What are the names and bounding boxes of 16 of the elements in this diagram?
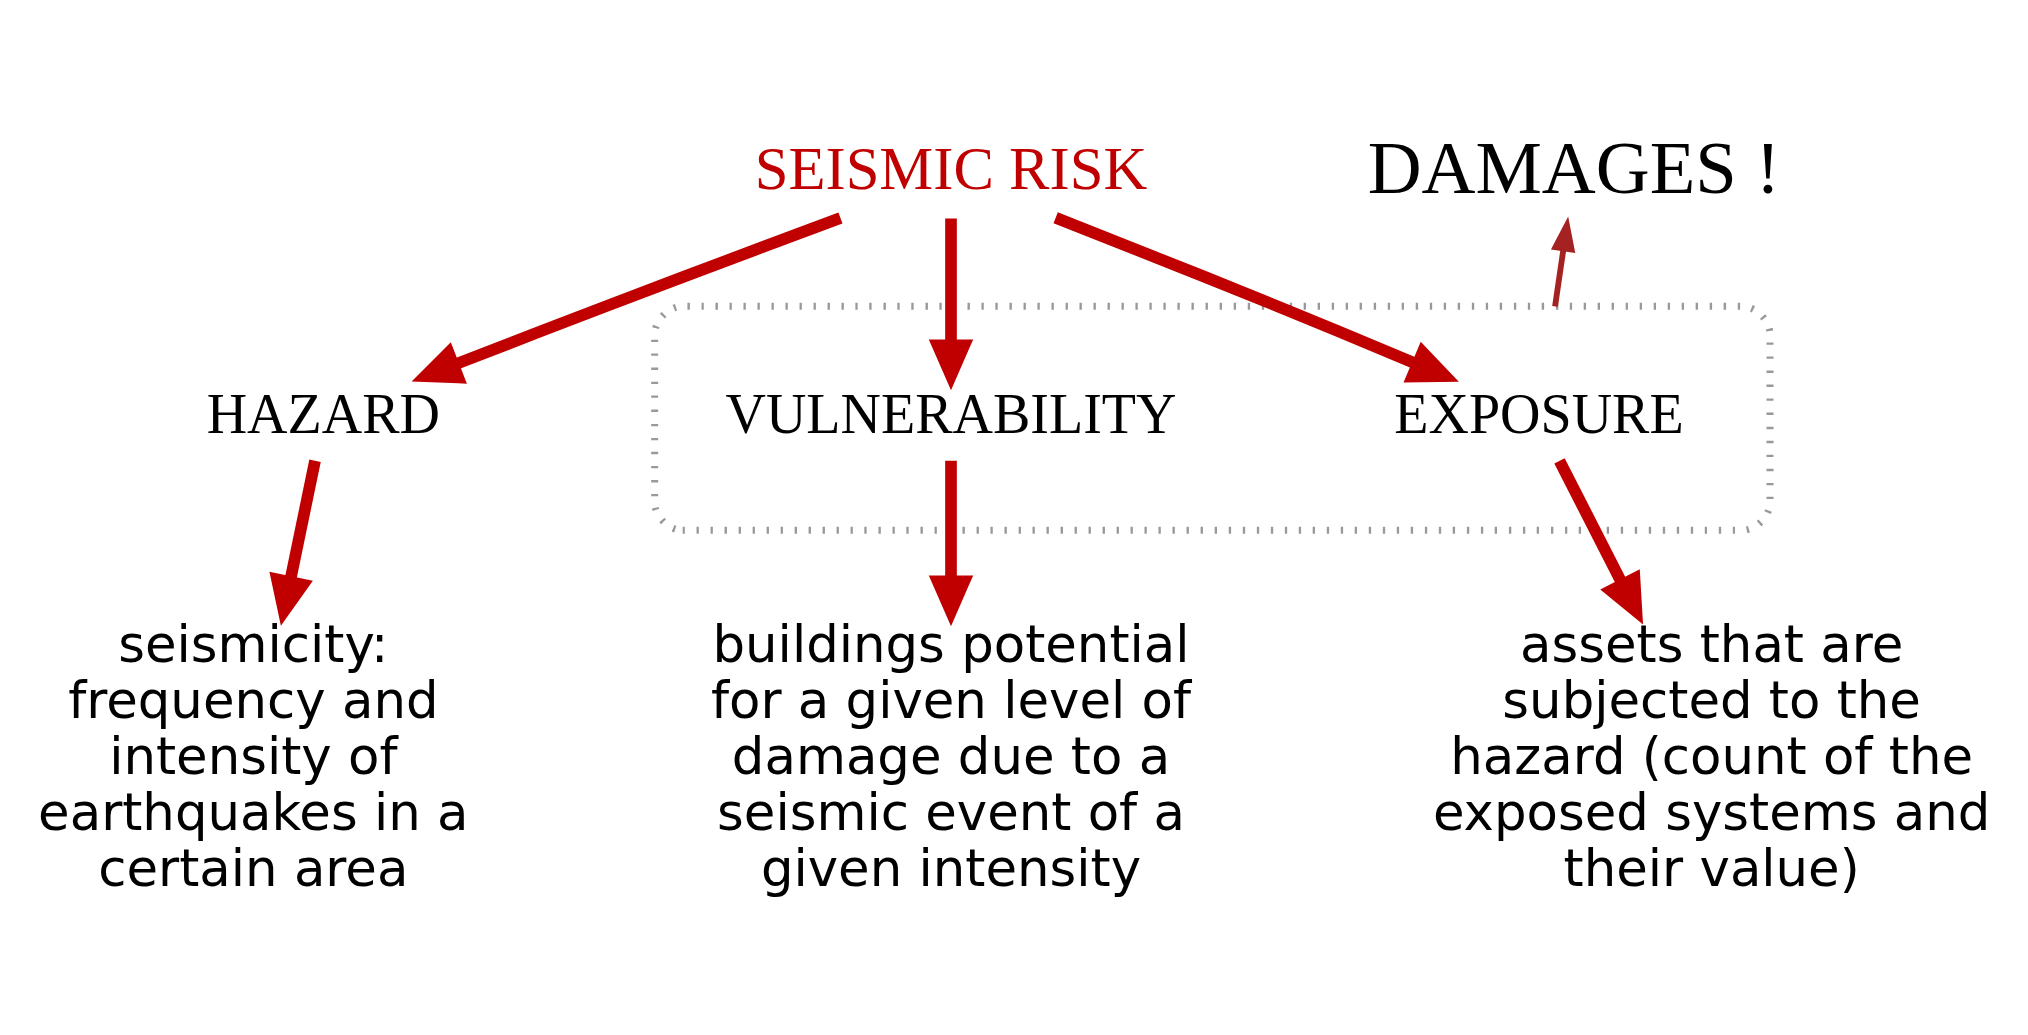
arrow [928,218,974,391]
cluster [651,302,1774,534]
arrow [928,460,974,627]
arrow [411,212,843,384]
node-text: HAZARD [206,382,440,445]
node-text: seismicity: frequency and intensity of earthquakes in a certain area [38,614,469,899]
node-text: SEISMIC RISK [754,135,1148,203]
arrow [1554,458,1644,625]
arrow [269,459,321,626]
node-text: buildings potential for a given level of damage due to a seismic event of a given intensity [710,614,1192,899]
node-text: assets that are subjected to the hazard (count of the exposed systems and their value) [1432,614,1991,899]
node-text: VULNERABILITY [725,382,1177,445]
arrow [1550,216,1576,307]
arrow [1053,212,1459,383]
node-text: EXPOSURE [1394,382,1684,445]
node-text: DAMAGES ! [1367,126,1781,210]
